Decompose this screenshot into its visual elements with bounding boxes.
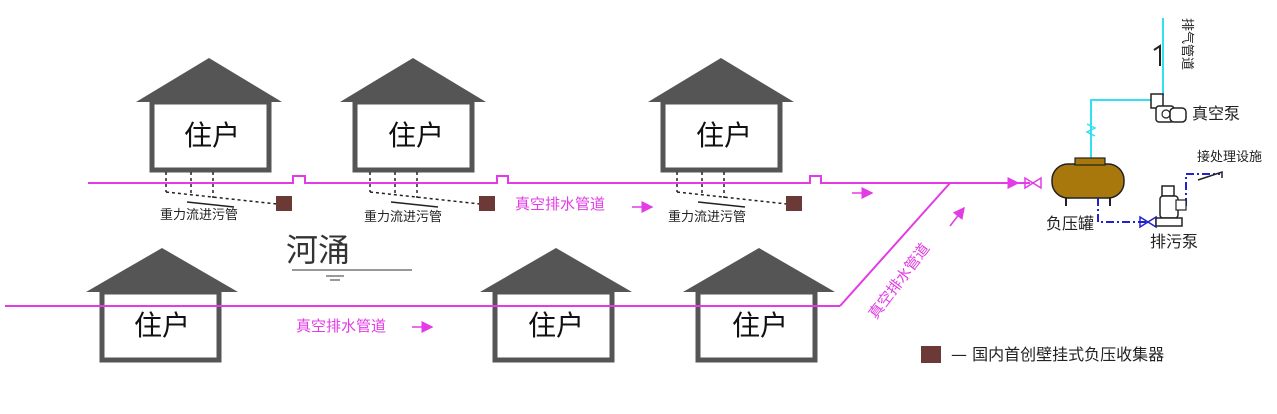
house-label: 住户 bbox=[696, 119, 752, 152]
gravity-drain-3 bbox=[676, 172, 788, 205]
legend: — 国内首创壁挂式负压收集器 bbox=[921, 345, 1164, 364]
gravity-drain-2 bbox=[369, 172, 481, 205]
gravity-pipe-label: 重力流进污管 bbox=[668, 209, 746, 225]
exhaust-pipe bbox=[1090, 18, 1164, 160]
vacuum-pipe-label: 真空排水管道 bbox=[515, 195, 605, 213]
check-valve-icon bbox=[1085, 123, 1097, 137]
treatment-label: 接处理设施 bbox=[1197, 149, 1262, 165]
gravity-drain-1 bbox=[165, 172, 278, 205]
treatment-arrow-icon bbox=[1197, 170, 1223, 181]
house-label: 住户 bbox=[732, 309, 788, 342]
valve-icon bbox=[1024, 176, 1042, 190]
vacuum-main-top bbox=[5, 175, 1030, 307]
exhaust-pipe-label: 排气管道 bbox=[1179, 18, 1195, 70]
collector-box bbox=[276, 196, 292, 211]
sewage-line bbox=[1097, 173, 1220, 223]
vacuum-pipe-label: 真空排水管道 bbox=[296, 317, 386, 335]
house-top-3: 住户 bbox=[648, 58, 794, 173]
house-label: 住户 bbox=[184, 119, 240, 152]
house-label: 住户 bbox=[134, 309, 190, 342]
house-bottom-1: 住户 bbox=[86, 248, 238, 363]
vacuum-pipe-label-diagonal: 真空排水管道 bbox=[865, 240, 934, 323]
legend-collector-swatch bbox=[921, 346, 941, 363]
house-label: 住户 bbox=[388, 119, 444, 152]
flow-arrow bbox=[949, 206, 965, 227]
gravity-pipe-label: 重力流进污管 bbox=[364, 209, 442, 225]
gravity-pipe-label: 重力流进污管 bbox=[160, 207, 238, 223]
house-top-1: 住户 bbox=[136, 58, 282, 173]
house-top-2: 住户 bbox=[340, 58, 486, 173]
pressure-tank bbox=[1051, 157, 1125, 206]
river-label: 河涌 bbox=[286, 231, 350, 269]
exhaust-arrow-icon bbox=[1153, 44, 1161, 66]
drain-arrow bbox=[697, 201, 746, 208]
vacuum-pump bbox=[1150, 93, 1187, 123]
drain-arrow bbox=[186, 201, 235, 208]
house-bottom-3: 住户 bbox=[683, 248, 835, 363]
tank-label: 负压罐 bbox=[1046, 214, 1094, 233]
sewage-pump bbox=[1155, 185, 1187, 227]
house-label: 住户 bbox=[528, 309, 584, 342]
sewage-pump-label: 排污泵 bbox=[1150, 232, 1198, 251]
house-bottom-2: 住户 bbox=[480, 248, 632, 363]
vacuum-pump-label: 真空泵 bbox=[1192, 104, 1240, 123]
collector-box bbox=[479, 196, 495, 211]
legend-collector-label: — 国内首创壁挂式负压收集器 bbox=[951, 345, 1164, 364]
drain-arrow bbox=[390, 201, 439, 208]
collector-box bbox=[786, 196, 802, 211]
